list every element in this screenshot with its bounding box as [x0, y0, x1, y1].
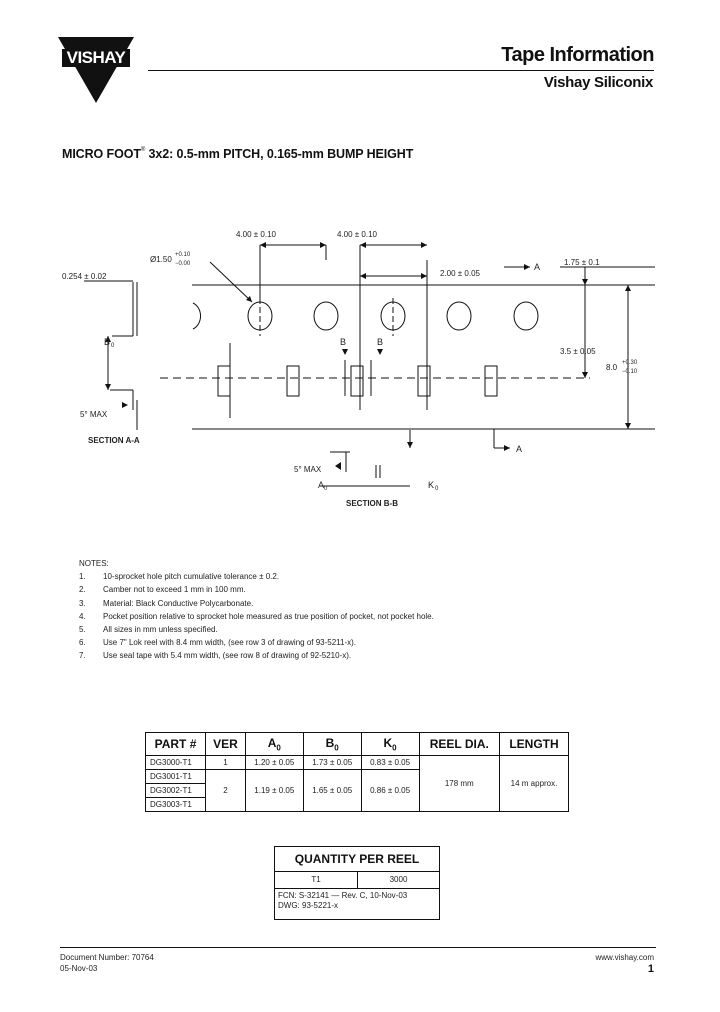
cell-part: DG3002-T1 [144, 783, 207, 798]
table-row: DG3001-T1 2 1.19 ± 0.05 1.65 ± 0.05 0.86… [144, 769, 569, 812]
cell-k0: 0.83 ± 0.05 [360, 755, 420, 770]
cell-a0: 1.19 ± 0.05 [244, 769, 304, 812]
page-number: 1 [647, 963, 654, 975]
registered-mark: ® [140, 147, 146, 153]
sprocket-hole [513, 301, 539, 331]
note-item: 7.Use seal tape with 5.4 mm width, (see … [79, 651, 352, 661]
table-row: DG3003-T1 [144, 797, 569, 812]
dim-edge: 1.75 ± 0.1 [564, 258, 600, 267]
dim-hole-dia: Ø1.50 [150, 255, 172, 264]
col-a0: A0 [244, 732, 304, 756]
tape-drawing: 4.00 ± 0.10 4.00 ± 0.10 Ø1.50 +0.10 −0.0… [62, 230, 655, 508]
dim-hole-dia-tol-minus: −0.00 [175, 261, 191, 267]
sprocket-hole [313, 301, 339, 331]
dwg-line: DWG: 93-5221-x [278, 901, 339, 910]
label-a-top: A [534, 262, 540, 272]
page-subtitle: Vishay Siliconix [543, 74, 653, 91]
quantity-per-reel-box: QUANTITY PER REEL T1 3000 FCN: S-32141 —… [274, 846, 440, 920]
table-row: DG3002-T1 [144, 783, 569, 798]
section-title: MICRO FOOT® 3x2: 0.5-mm PITCH, 0.165-mm … [62, 147, 413, 161]
logo-text: VISHAY [62, 49, 130, 67]
notes-heading: NOTES: [79, 559, 109, 568]
pocket [286, 365, 300, 397]
note-item: 1.10-sprocket hole pitch cumulative tole… [79, 572, 280, 582]
notes: NOTES: 1.10-sprocket hole pitch cumulati… [79, 557, 639, 663]
note-item: 6.Use 7" Lok reel with 8.4 mm width, (se… [79, 638, 357, 648]
note-item: 2.Camber not to exceed 1 mm in 100 mm. [79, 585, 246, 595]
dim-center: 3.5 ± 0.05 [560, 347, 596, 356]
label-a0: A [318, 480, 324, 490]
parts-table: PART # VER A0 B0 K0 REEL DIA. LENGTH DG3… [144, 732, 569, 812]
cell-ver: 1 [205, 755, 246, 770]
label-b-left: B [340, 337, 346, 347]
cell-reel-dia: 178 mm [418, 755, 501, 812]
cell-part: DG3003-T1 [144, 797, 207, 812]
col-k0: K0 [360, 732, 420, 756]
dim-pitch-left: 4.00 ± 0.10 [236, 230, 277, 239]
footer-url[interactable]: www.vishay.com [595, 953, 654, 962]
col-ver: VER [205, 732, 246, 756]
label-k0-sub: 0 [435, 486, 439, 492]
label-section-bb: SECTION B-B [346, 499, 398, 508]
cell-b0: 1.73 ± 0.05 [302, 755, 362, 770]
quantity-label: T1 [275, 872, 358, 888]
table-header-row: PART # VER A0 B0 K0 REEL DIA. LENGTH [144, 732, 569, 756]
dim-half-pitch: 2.00 ± 0.05 [440, 269, 481, 278]
label-a-bottom: A [516, 444, 522, 454]
cell-k0: 0.86 ± 0.05 [360, 769, 420, 812]
dim-width-tol-plus: +0.30 [622, 360, 638, 366]
table-row: DG3000-T1 1 1.20 ± 0.05 1.73 ± 0.05 0.83… [144, 755, 569, 812]
col-b0: B0 [302, 732, 362, 756]
quantity-title: QUANTITY PER REEL [275, 847, 439, 872]
label-5max-bb: 5° MAX [294, 465, 322, 474]
pocket [350, 365, 364, 397]
section-title-prefix: MICRO FOOT [62, 147, 141, 161]
quantity-value: 3000 [389, 875, 408, 884]
sprocket-hole [446, 301, 472, 331]
header-rule [148, 70, 654, 71]
footer-rule [60, 947, 656, 948]
cell-part: DG3001-T1 [144, 769, 207, 784]
cell-b0: 1.65 ± 0.05 [302, 769, 362, 812]
cell-part: DG3000-T1 [144, 755, 207, 770]
label-k0: K [428, 480, 434, 490]
label-b0: B [104, 337, 110, 347]
label-a0-sub: 0 [324, 486, 328, 492]
notes-list: 1.10-sprocket hole pitch cumulative tole… [79, 570, 639, 662]
dim-hole-dia-tol-plus: +0.10 [175, 252, 191, 258]
fcn-line: FCN: S-32141 — Rev. C, 10-Nov-03 [278, 891, 408, 900]
doc-number: Document Number: 70764 [60, 953, 154, 962]
pocket [417, 365, 431, 397]
page-title: Tape Information [501, 44, 654, 66]
dim-pitch-right: 4.00 ± 0.10 [337, 230, 378, 239]
doc-date: 05-Nov-03 [60, 964, 98, 973]
label-b-right: B [377, 337, 383, 347]
dim-width-tol-minus: −0.10 [622, 369, 638, 375]
note-item: 4.Pocket position relative to sprocket h… [79, 611, 434, 621]
cell-ver: 2 [205, 769, 246, 812]
pocket [217, 365, 231, 397]
label-5max-aa: 5° MAX [80, 410, 108, 419]
pocket [484, 365, 498, 397]
vishay-logo: VISHAY [58, 37, 134, 103]
col-part: PART # [144, 732, 207, 756]
col-length: LENGTH [499, 732, 569, 756]
sprocket-hole-partial [192, 302, 201, 330]
cell-a0: 1.20 ± 0.05 [244, 755, 304, 770]
label-b0-sub: 0 [111, 343, 115, 349]
dim-width: 8.0 [606, 363, 618, 372]
quantity-row: T1 3000 [275, 872, 439, 889]
note-item: 3.Material: Black Conductive Polycarbona… [79, 598, 254, 608]
col-reel: REEL DIA. [418, 732, 501, 756]
cell-length: 14 m approx. [499, 755, 569, 812]
note-item: 5.All sizes in mm unless specified. [79, 625, 218, 635]
dim-thickness: 0.254 ± 0.02 [62, 272, 107, 281]
label-section-aa: SECTION A-A [88, 436, 140, 445]
section-title-rest: 3x2: 0.5-mm PITCH, 0.165-mm BUMP HEIGHT [145, 147, 414, 161]
